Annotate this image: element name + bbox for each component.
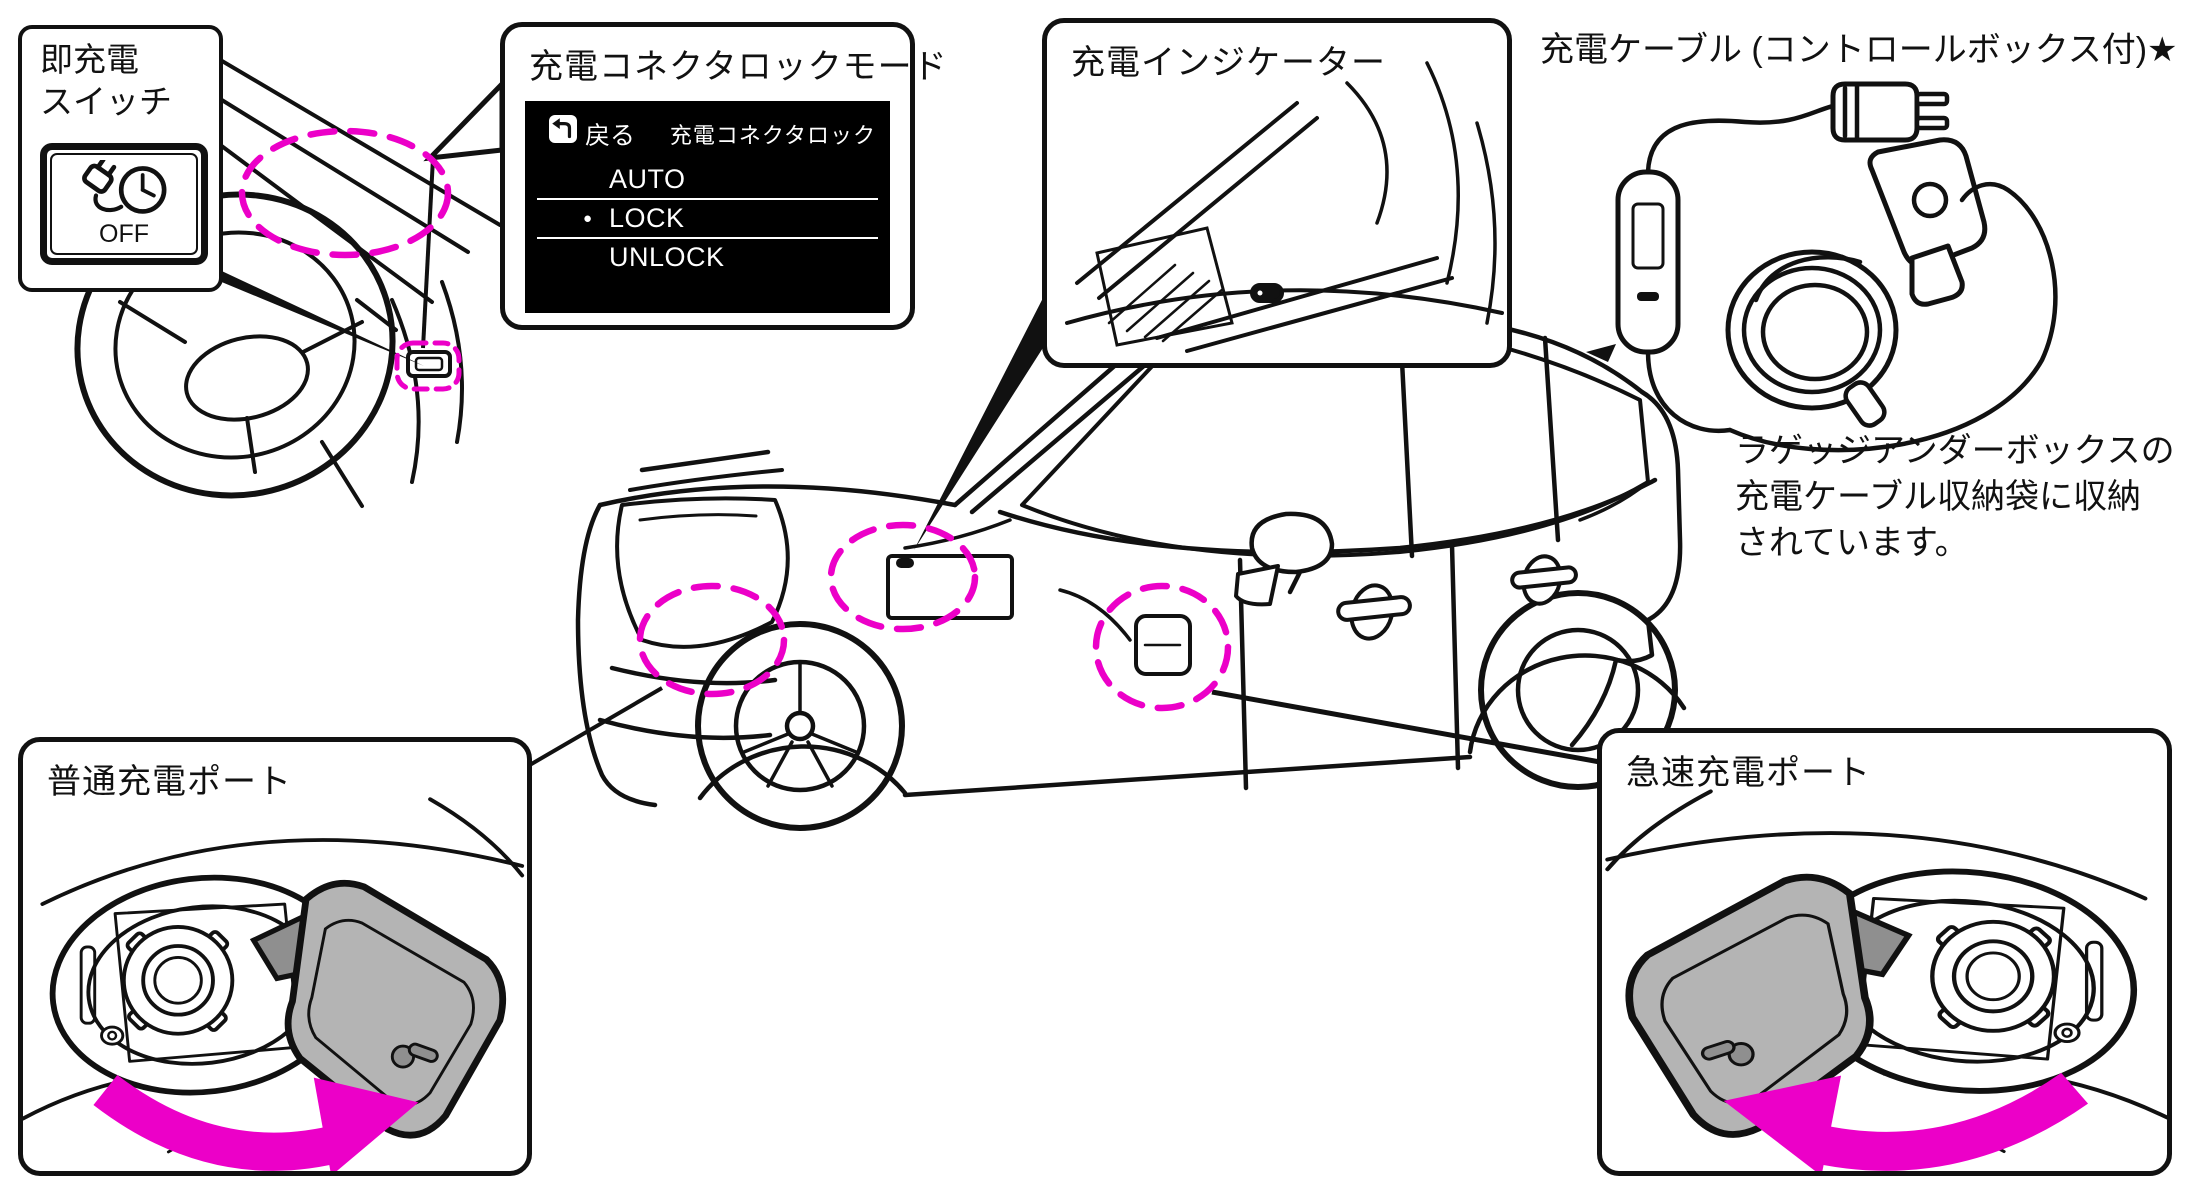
lock-mode-menu: AUTO ● LOCK UNLOCK [537,161,878,276]
connector-lock-screen: 戻る 充電コネクタロック AUTO ● LOCK UNLOCK [525,101,890,313]
lockmode-callout-tail [423,77,505,162]
callout-title: 即充電 スイッチ [40,41,172,120]
car-sketch [575,305,1687,831]
callout-title: 急速充電ポート [1626,754,1871,792]
leader-quick-port [1211,689,1601,765]
menu-option-unlock: UNLOCK [609,242,725,272]
callout-quick-charge-switch: 即充電 スイッチ OFF [18,25,223,292]
selected-bullet-icon: ● [583,210,593,227]
leader-indicator [914,296,1062,550]
callout-title: 充電インジケーター [1071,44,1386,82]
back-icon [549,115,577,143]
plug-timer-icon [82,159,167,214]
leader-switch [194,258,424,366]
callout-title: 充電コネクタロックモード [529,48,948,86]
highlight-quick-port [1092,582,1232,712]
highlight-indicator [827,521,979,633]
charge-cable-art [1615,81,2058,453]
charge-cable-title: 充電ケーブル (コントロールボックス付)★ [1540,31,2178,69]
screen-title: 充電コネクタロック [669,123,876,148]
callout-title: 普通充電ポート [47,763,292,801]
back-label: 戻る [585,122,636,150]
quick-charge-switch-button: OFF [40,143,208,265]
switch-off-label: OFF [99,219,149,248]
highlight-cluster [238,127,452,259]
quick-port-illustration [1602,733,2167,1171]
normal-port-illustration [23,742,527,1171]
charge-cable-note: ラゲッジアンダーボックスの 充電ケーブル収納袋に収納 されています。 [1735,432,2175,562]
leader-normal-port [526,686,664,768]
highlight-switch-button [394,340,462,392]
callout-charge-indicator: 充電インジケーター [1042,18,1512,368]
callout-connector-lock-mode: 充電コネクタロックモード 戻る 充電コネクタロック AUTO ● LO [500,22,947,330]
callout-normal-charge-port: 普通充電ポート [18,737,532,1176]
highlight-normal-port [636,582,788,698]
menu-option-auto: AUTO [609,164,686,194]
indicator-dash-sketch [1065,61,1504,353]
leader-lockmode [421,157,435,349]
menu-option-lock-selected: ● LOCK [537,198,878,239]
callout-quick-charge-port: 急速充電ポート [1597,728,2172,1176]
